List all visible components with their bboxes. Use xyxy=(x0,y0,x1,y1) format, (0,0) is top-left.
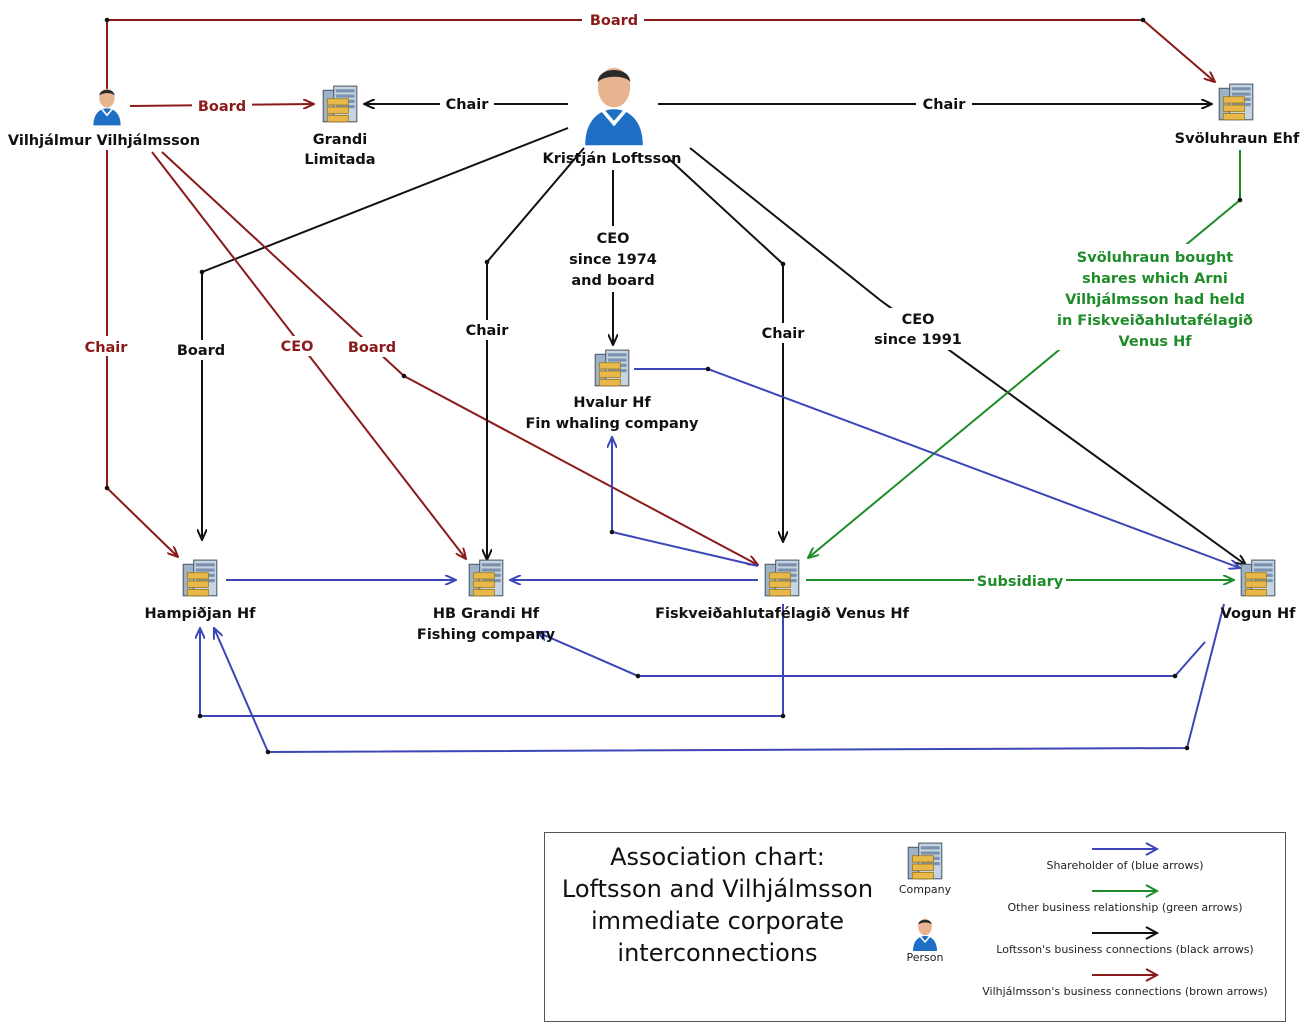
edge-label-svol-note-2: shares which Arni xyxy=(1082,271,1228,287)
legend-title: Association chart: Loftsson and Vilhjálm… xyxy=(545,841,890,969)
node-grandi-limitada[interactable]: Grandi Limitada xyxy=(304,85,376,168)
edge-venus-hamp xyxy=(200,604,784,717)
edge-label-chair-kris-venus: Chair xyxy=(762,326,806,342)
legend-person: Person xyxy=(885,915,965,964)
node-venus[interactable]: Fiskveiðahlutafélagið Venus Hf xyxy=(655,559,910,622)
node-label-kristjan: Kristján Loftsson xyxy=(542,151,681,167)
edge-vil-svol-board xyxy=(106,19,1215,90)
edge-label-subsidiary: Subsidiary xyxy=(977,574,1064,590)
edge-vogun-hamp xyxy=(214,603,1225,754)
person-icon xyxy=(583,65,645,146)
node-label-hvalur-2: Fin whaling company xyxy=(525,416,699,432)
company-icon xyxy=(1240,559,1276,597)
company-icon xyxy=(907,842,943,880)
node-label-hb-grandi-2: Fishing company xyxy=(417,627,556,643)
edge-label-chair-kris-grandi: Chair xyxy=(446,97,490,113)
node-label-vogun: Vogun Hf xyxy=(1221,606,1297,622)
legend-company: Company xyxy=(885,841,965,896)
legend-row-brown: Vilhjálmsson's business connections (bro… xyxy=(975,967,1275,998)
edge-kris-vogun-ceo xyxy=(689,147,1246,565)
legend: Association chart: Loftsson and Vilhjálm… xyxy=(544,832,1286,1022)
edge-vogun-hb xyxy=(537,632,1206,677)
legend-person-label: Person xyxy=(906,951,944,964)
company-icon xyxy=(468,559,504,597)
node-vilhjalmur[interactable]: Vilhjálmur Vilhjálmsson xyxy=(8,87,200,149)
person-icon xyxy=(912,918,938,951)
legend-title-line-1: Association chart: xyxy=(610,843,825,871)
legend-label-green: Other business relationship (green arrow… xyxy=(1007,901,1243,914)
edge-hvalur-vogun xyxy=(634,368,1240,568)
legend-title-line-3: immediate corporate xyxy=(590,907,845,935)
node-kristjan[interactable]: Kristján Loftsson xyxy=(542,65,682,167)
node-label-svoluhraun: Svöluhraun Ehf xyxy=(1175,131,1300,147)
company-icon xyxy=(182,559,218,597)
person-icon xyxy=(92,87,122,126)
node-label-hvalur-1: Hvalur Hf xyxy=(573,395,651,411)
edge-vil-venus-board xyxy=(161,151,758,565)
node-vogun[interactable]: Vogun Hf xyxy=(1221,559,1297,622)
edge-kris-venus-chair xyxy=(667,157,783,542)
edge-label-chair-kris-svol: Chair xyxy=(923,97,967,113)
legend-row-green: Other business relationship (green arrow… xyxy=(975,883,1275,914)
node-hb-grandi[interactable]: HB Grandi Hf Fishing company xyxy=(417,559,556,643)
legend-label-brown: Vilhjálmsson's business connections (bro… xyxy=(982,985,1268,998)
legend-arrow-blue xyxy=(1092,842,1160,856)
node-label-grandi-2: Limitada xyxy=(304,152,375,168)
edge-label-ceo-vogun-1: CEO xyxy=(902,312,935,328)
legend-arrow-brown xyxy=(1092,968,1160,982)
edge-label-svol-note-4: in Fiskveiðahlutafélagið xyxy=(1057,313,1253,329)
edge-label-svol-note-3: Vilhjálmsson had held xyxy=(1065,292,1245,308)
legend-title-line-4: interconnections xyxy=(617,939,818,967)
edge-label-chair-vil: Chair xyxy=(85,340,129,356)
edge-label-board-top: Board xyxy=(590,13,638,29)
edge-label-chair-kris-hb: Chair xyxy=(466,323,510,339)
edge-label-svol-note-1: Svöluhraun bought xyxy=(1077,250,1233,266)
edge-label-ceo-vil: CEO xyxy=(281,339,314,355)
legend-label-black: Loftsson's business connections (black a… xyxy=(996,943,1254,956)
edge-label-ceo-hvalur-3: and board xyxy=(571,273,654,289)
edge-venus-hvalur xyxy=(612,437,759,567)
company-icon xyxy=(1218,83,1254,121)
edge-label-ceo-vogun-2: since 1991 xyxy=(874,332,962,348)
node-label-venus: Fiskveiðahlutafélagið Venus Hf xyxy=(655,606,909,622)
node-label-hampidjan: Hampiðjan Hf xyxy=(145,606,257,622)
edge-label-svol-note-5: Venus Hf xyxy=(1118,334,1192,350)
legend-arrow-green xyxy=(1092,884,1160,898)
node-hampidjan[interactable]: Hampiðjan Hf xyxy=(145,559,257,622)
legend-title-line-2: Loftsson and Vilhjálmsson xyxy=(561,875,874,903)
node-label-vilhjalmur: Vilhjálmur Vilhjálmsson xyxy=(8,133,200,149)
edge-label-ceo-hvalur-1: CEO xyxy=(597,231,630,247)
node-hvalur[interactable]: Hvalur Hf Fin whaling company xyxy=(525,349,699,432)
edge-kris-hb-chair xyxy=(487,147,585,560)
legend-company-label: Company xyxy=(898,883,952,896)
company-icon xyxy=(764,559,800,597)
node-svoluhraun[interactable]: Svöluhraun Ehf xyxy=(1175,83,1300,147)
company-icon xyxy=(594,349,630,387)
edge-label-board-kris-hamp: Board xyxy=(177,343,225,359)
legend-arrow-black xyxy=(1092,926,1160,940)
edge-label-board-vil-grandi: Board xyxy=(198,99,246,115)
node-label-hb-grandi-1: HB Grandi Hf xyxy=(433,606,540,622)
legend-label-blue: Shareholder of (blue arrows) xyxy=(1046,859,1204,872)
node-label-grandi-1: Grandi xyxy=(313,132,368,148)
edge-label-ceo-hvalur-2: since 1974 xyxy=(569,252,657,268)
legend-row-black: Loftsson's business connections (black a… xyxy=(975,925,1275,956)
edge-label-board-vil-venus: Board xyxy=(348,340,396,356)
edge-svol-venus xyxy=(808,150,1241,558)
legend-row-blue: Shareholder of (blue arrows) xyxy=(975,841,1275,872)
company-icon xyxy=(322,85,358,123)
